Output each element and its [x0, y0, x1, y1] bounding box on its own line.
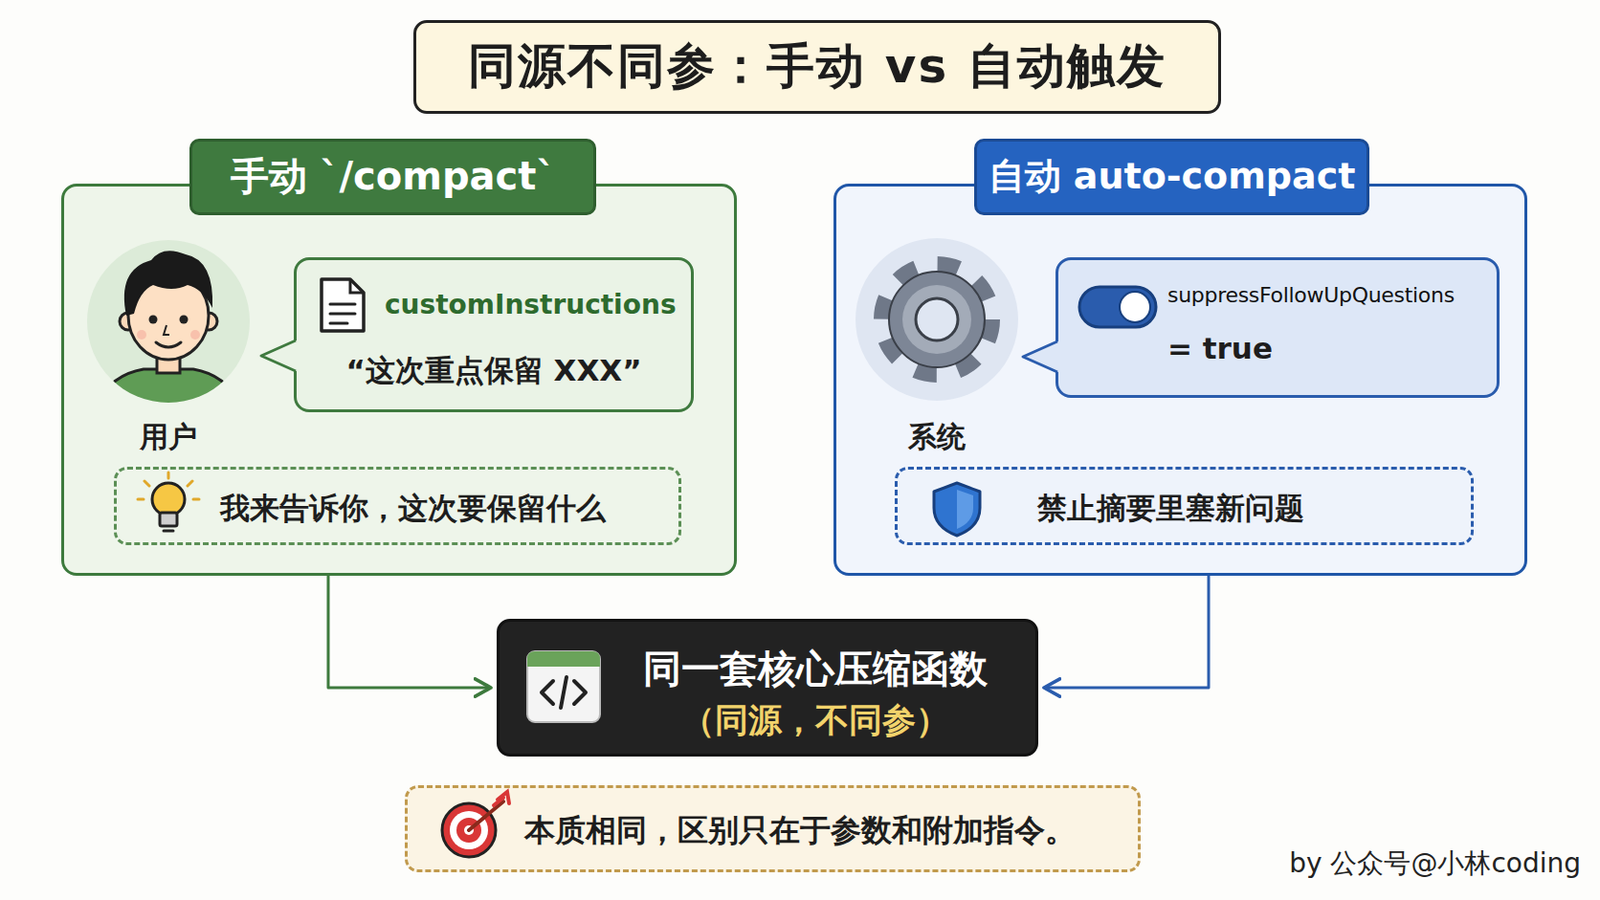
- note-text: 禁止摘要里塞新问题: [1027, 488, 1459, 530]
- function-subtitle: （同源，不同参）: [595, 698, 1036, 744]
- note-box: 禁止摘要里塞新问题: [894, 466, 1474, 546]
- title-box: 同源不同参：手动 vs 自动触发: [413, 20, 1222, 114]
- function-title: 同一套核心压缩函数: [595, 643, 1036, 696]
- watermark: by 公众号@小林coding: [1226, 845, 1581, 883]
- manual-panel: 手动 `/compact`用户customInstructions“这次重点保留…: [61, 183, 737, 577]
- note-box: 我来告诉你，这次要保留什么: [113, 466, 682, 546]
- system-gear: 系统: [855, 238, 1019, 401]
- flow-arrow: [1044, 576, 1209, 689]
- summary-note: 本质相同，区别只在于参数和附加指令。: [404, 785, 1141, 873]
- auto-panel: 自动 auto-compact系统suppressFollowUpQuestio…: [833, 183, 1528, 577]
- user-avatar: 用户: [87, 240, 250, 403]
- note-text: 我来告诉你，这次要保留什么: [220, 488, 675, 530]
- speech-bubble: suppressFollowUpQuestions = true: [1055, 257, 1500, 399]
- parameter-value: = true: [1167, 331, 1455, 366]
- parameter-name: customInstructions: [384, 288, 691, 321]
- speech-bubble: customInstructions “这次重点保留 XXX”: [293, 257, 694, 413]
- panel-heading: 手动 `/compact`: [189, 138, 597, 216]
- core-function-box: 同一套核心压缩函数（同源，不同参）: [496, 619, 1039, 757]
- panel-heading: 自动 auto-compact: [974, 138, 1370, 216]
- parameter-name: suppressFollowUpQuestions: [1167, 283, 1498, 308]
- actor-label: 用户: [67, 418, 269, 458]
- actor-label: 系统: [836, 418, 1038, 458]
- instruction-text: “这次重点保留 XXX”: [296, 351, 691, 392]
- flow-arrow: [328, 576, 491, 689]
- summary-text: 本质相同，区别只在于参数和附加指令。: [524, 810, 1128, 853]
